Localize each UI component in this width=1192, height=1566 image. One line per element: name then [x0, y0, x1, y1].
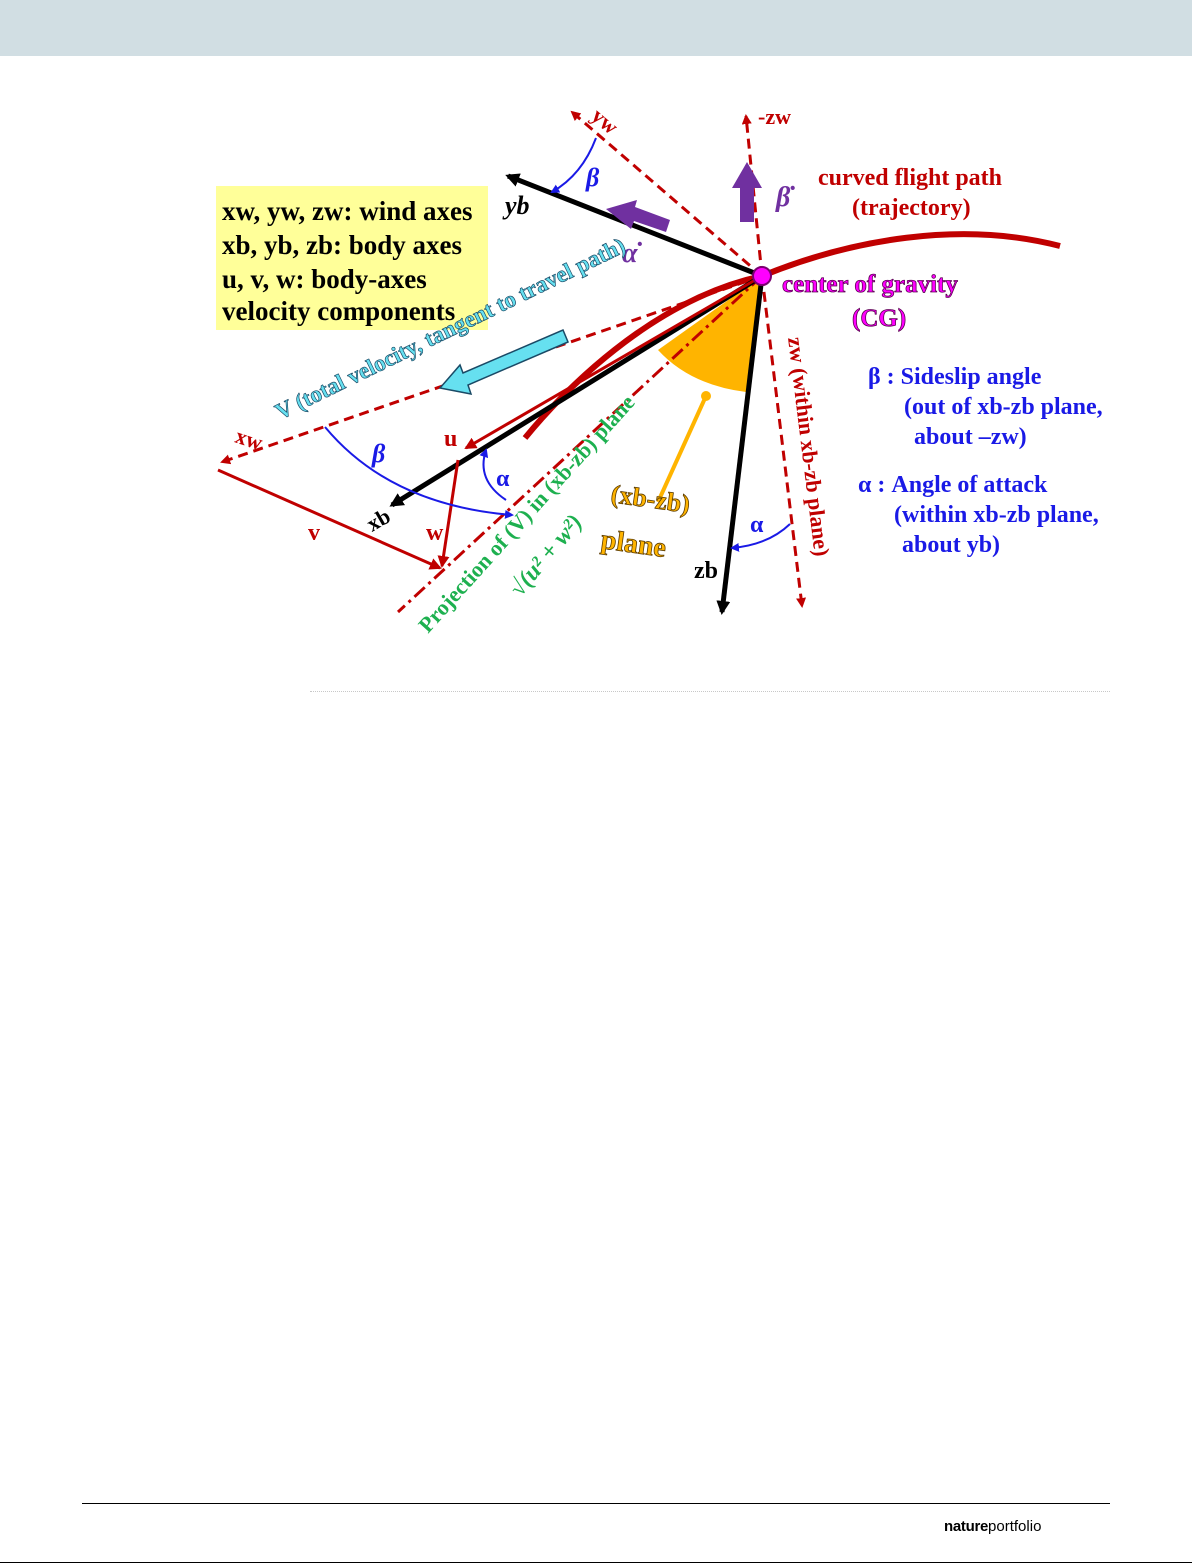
- cg-label-2: (CG): [852, 305, 906, 332]
- total-velocity-arrow: [438, 329, 569, 395]
- alpha-arc-right: [730, 523, 791, 552]
- zb-axis: [716, 275, 765, 615]
- beta-def-1: β : Sideslip angle: [868, 364, 1042, 390]
- top-band: [0, 0, 1192, 56]
- plane-pointer-dot: [701, 391, 711, 401]
- xw-label: xw: [232, 423, 265, 455]
- w-label: w: [426, 520, 444, 546]
- beta-dot-arrow: [732, 162, 762, 222]
- projection-line: [396, 274, 764, 614]
- figure-divider: [310, 691, 1110, 692]
- alpha-def-3: about yb): [902, 532, 1000, 558]
- beta-dot-label: β̇: [775, 182, 795, 213]
- alpha-dot-label: α̇: [622, 238, 642, 269]
- flight-path-label-2: (trajectory): [852, 195, 971, 221]
- alpha-dot-arrow: [606, 200, 670, 232]
- beta-label-top: β: [585, 163, 600, 192]
- bottom-rule: [0, 1562, 1192, 1563]
- yw-axis: [570, 110, 763, 278]
- legend-line-1: xw, yw, zw: wind axes: [222, 196, 473, 226]
- neg-zw-label: -zw: [758, 104, 791, 129]
- alpha-label-right: α: [750, 512, 764, 538]
- beta-arc-top: [550, 137, 597, 193]
- zb-label: zb: [694, 558, 718, 584]
- legend-line-2: xb, yb, zb: body axes: [222, 230, 462, 260]
- u-label: u: [444, 426, 457, 452]
- beta-def-3: about –zw): [914, 424, 1027, 450]
- plane-label-1: (xb-zb): [609, 479, 692, 519]
- publisher-logo-regular: portfolio: [988, 1518, 1042, 1535]
- alpha-def-1: α : Angle of attack: [858, 472, 1048, 498]
- flight-path-label-1: curved flight path: [818, 165, 1002, 191]
- footer-rule: [82, 1503, 1110, 1504]
- alpha-label-left: α: [496, 466, 510, 492]
- legend-line-3: u, v, w: body-axes: [222, 264, 427, 294]
- legend-line-4: velocity components: [222, 296, 455, 326]
- xb-axis: [389, 273, 764, 508]
- cg-dot: [752, 266, 772, 286]
- beta-arc-bottom: [324, 426, 514, 519]
- legend-box: [216, 186, 488, 330]
- xb-zb-plane-sector: [658, 276, 762, 392]
- u-vector: [464, 274, 763, 450]
- cg-label-1: center of gravity: [782, 271, 958, 298]
- w-vector: [437, 459, 460, 568]
- beta-def-2: (out of xb-zb plane,: [904, 394, 1103, 420]
- publisher-logo: natureportfolio: [944, 1518, 1041, 1535]
- plane-label-2: plane: [599, 524, 668, 564]
- publisher-logo-bold: nature: [944, 1518, 989, 1535]
- yw-label: yw: [587, 103, 624, 140]
- alpha-arc-left: [479, 448, 507, 501]
- axes-diagram: xw, yw, zw: wind axes xb, yb, zb: body a…: [216, 103, 1103, 637]
- xb-label: xb: [362, 503, 395, 536]
- v-vector: [217, 468, 442, 570]
- alpha-def-2: (within xb-zb plane,: [894, 502, 1099, 528]
- yb-label: yb: [502, 191, 530, 220]
- beta-label-bottom: β: [371, 439, 386, 468]
- plane-pointer: [656, 395, 708, 503]
- v-label: v: [308, 520, 320, 546]
- zw-axis: [760, 275, 807, 608]
